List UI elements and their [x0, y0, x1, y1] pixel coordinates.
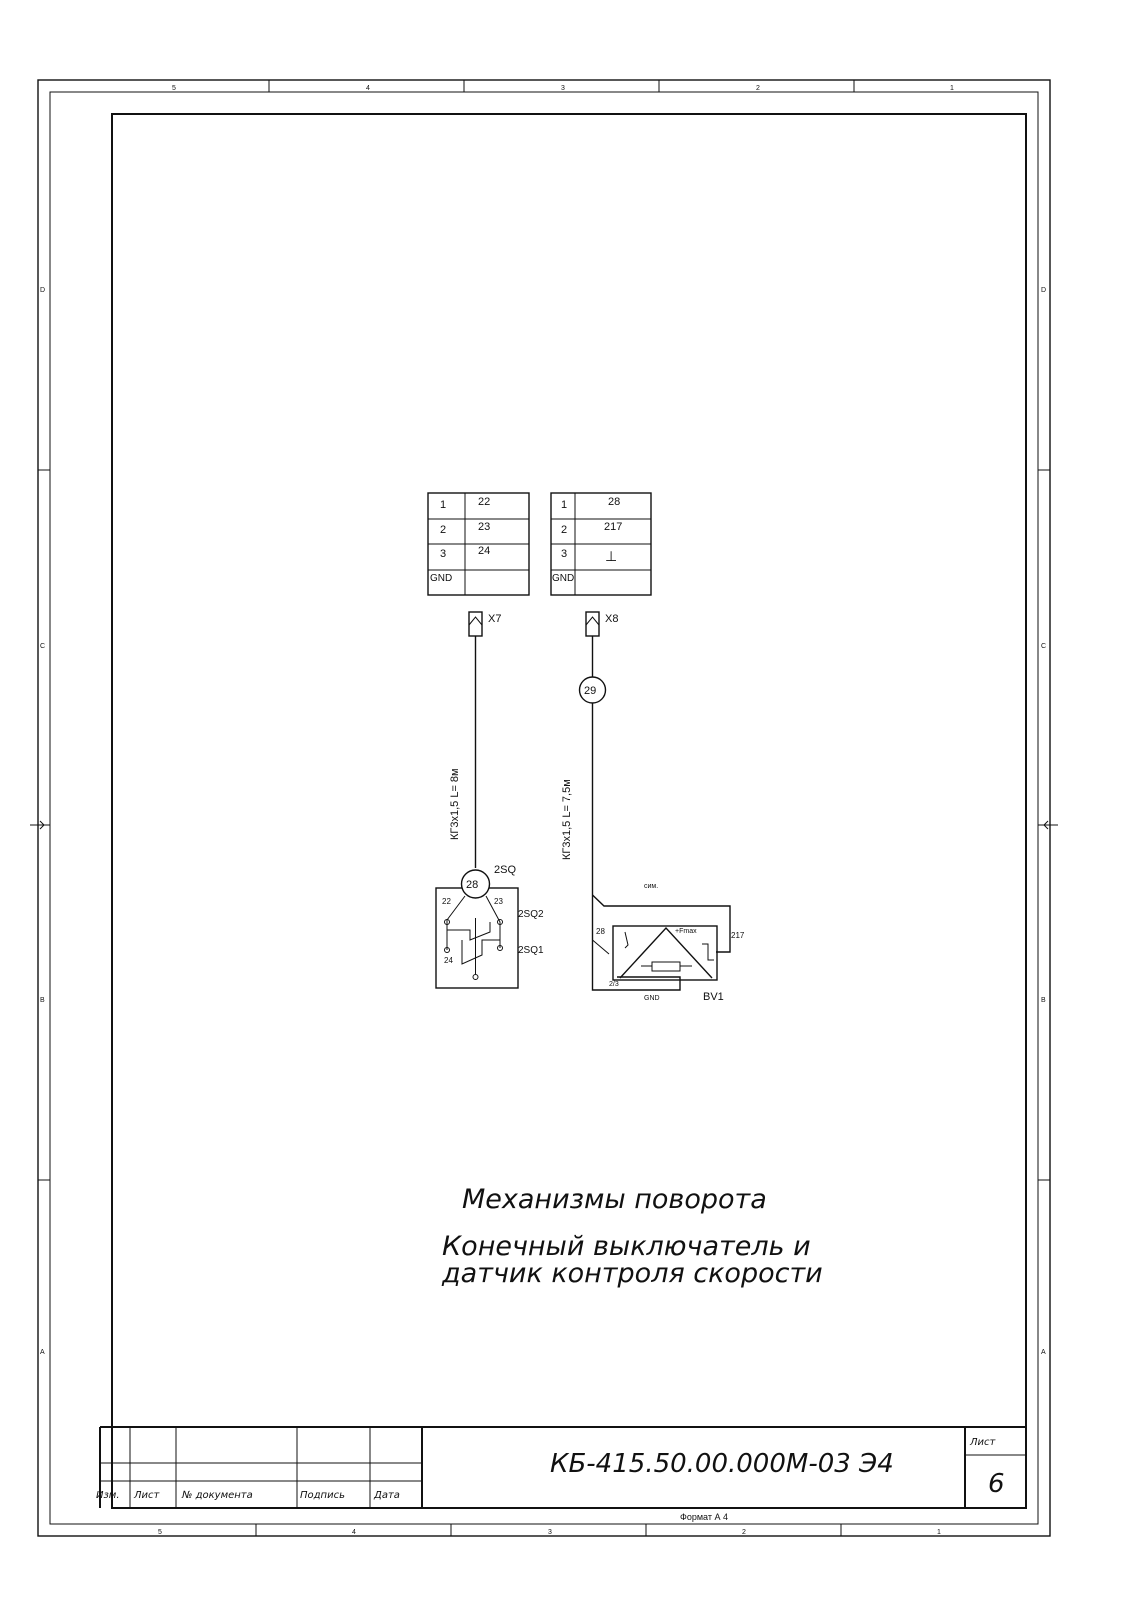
- switch-label-2sq: 2SQ: [494, 864, 516, 876]
- x7-pin-2: 2: [440, 524, 446, 536]
- zone-top-2: 2: [756, 85, 760, 92]
- stamp-format: Формат А 4: [680, 1512, 728, 1522]
- x8-wire-1: 28: [608, 496, 620, 508]
- switch-label-2sq2: 2SQ2: [518, 909, 544, 920]
- title-block: Изм. Лист № документа Подпись Дата Лист …: [96, 1426, 1026, 1522]
- outer-border: [37, 79, 1051, 1537]
- x7-label: X7: [488, 613, 501, 625]
- x8-connector-symbol: X8: [585, 611, 618, 637]
- sensor-label-corner: 2/3: [609, 981, 619, 988]
- x8-pin-2: 2: [561, 524, 567, 536]
- sensor-label-top: сим.: [644, 883, 658, 890]
- zone-top-4: 4: [366, 85, 370, 92]
- zone-right-d: D: [1041, 287, 1046, 294]
- connector-x8-table: 1 28 2 217 3 ⊥ GND: [550, 492, 652, 596]
- limit-switch-2sq: 28 2SQ 2SQ2 2SQ1 22 23 24: [435, 864, 544, 989]
- wire-marker-29-label: 29: [584, 685, 596, 697]
- sensor-label-bv1: BV1: [703, 991, 724, 1003]
- sensor-label-28: 28: [596, 927, 605, 936]
- title-line-1: Механизмы поворота: [462, 1184, 767, 1215]
- stamp-col-izm: Изм.: [96, 1490, 120, 1501]
- zone-frame: [49, 91, 1039, 1525]
- zone-ticks: [38, 80, 1050, 1536]
- center-mark-right: [1043, 820, 1058, 830]
- stamp-sheet-number: 6: [988, 1469, 1005, 1499]
- switch-terminal-22: 22: [442, 897, 451, 906]
- x7-pin-3: 3: [440, 548, 446, 560]
- sensor-label-fmax: +Fmax: [675, 928, 697, 935]
- switch-terminal-23: 23: [494, 897, 503, 906]
- x8-pin-3: 3: [561, 548, 567, 560]
- sensor-label-gnd: GND: [644, 995, 660, 1002]
- speed-sensor-bv1: сим. 28 217 +Fmax GND 2/3 BV1: [591, 883, 745, 1003]
- title-line-3: датчик контроля скорости: [441, 1258, 823, 1289]
- x8-wire-3: ⊥: [605, 548, 617, 564]
- x7-pin-1: 1: [440, 499, 446, 511]
- stamp-col-list: Лист: [133, 1490, 161, 1501]
- title-line-2: Конечный выключатель и: [442, 1231, 811, 1262]
- zone-right-a: A: [1041, 1349, 1046, 1356]
- zone-bottom-2: 2: [742, 1529, 746, 1536]
- switch-label-2sq1: 2SQ1: [518, 945, 544, 956]
- zone-top-1: 1: [950, 85, 954, 92]
- x7-wire-2: 23: [478, 521, 490, 533]
- x7-wire-1: 22: [478, 496, 490, 508]
- zone-bottom-3: 3: [548, 1529, 552, 1536]
- zone-left-c: C: [40, 643, 45, 650]
- center-mark-left: [30, 820, 45, 830]
- zone-bottom-5: 5: [158, 1529, 162, 1536]
- zone-top-3: 3: [561, 85, 565, 92]
- x7-cable-label: КГ3х1,5 L= 8м: [449, 768, 461, 840]
- inner-frame: [111, 113, 1027, 1509]
- zone-left-b: B: [40, 997, 45, 1004]
- x7-pin-gnd: GND: [430, 573, 452, 584]
- x8-cable-label: КГ3х1,5 L= 7,5м: [561, 779, 573, 860]
- zone-right-c: C: [1041, 643, 1046, 650]
- zone-left-d: D: [40, 287, 45, 294]
- stamp-col-sign: Подпись: [300, 1490, 345, 1501]
- sensor-label-217: 217: [731, 931, 745, 940]
- x7-connector-symbol: X7: [468, 611, 501, 637]
- x8-label: X8: [605, 613, 618, 625]
- x8-pin-1: 1: [561, 499, 567, 511]
- stamp-doc-number: КБ-415.50.00.000М-03 Э4: [550, 1449, 894, 1479]
- zone-bottom-4: 4: [352, 1529, 356, 1536]
- zone-left-a: A: [40, 1349, 45, 1356]
- switch-terminal-24: 24: [444, 956, 453, 965]
- zone-bottom-1: 1: [937, 1529, 941, 1536]
- connector-x7-table: 1 22 2 23 3 24 GND: [427, 492, 530, 596]
- switch-marker-28: 28: [466, 879, 478, 891]
- stamp-col-doc: № документа: [181, 1490, 253, 1501]
- stamp-sheet-label: Лист: [969, 1437, 997, 1448]
- zone-top-5: 5: [172, 85, 176, 92]
- zone-right-b: B: [1041, 997, 1046, 1004]
- x8-wire-2: 217: [604, 521, 622, 533]
- x8-pin-gnd: GND: [552, 573, 574, 584]
- x7-wire-3: 24: [478, 545, 490, 557]
- stamp-col-date: Дата: [373, 1490, 400, 1501]
